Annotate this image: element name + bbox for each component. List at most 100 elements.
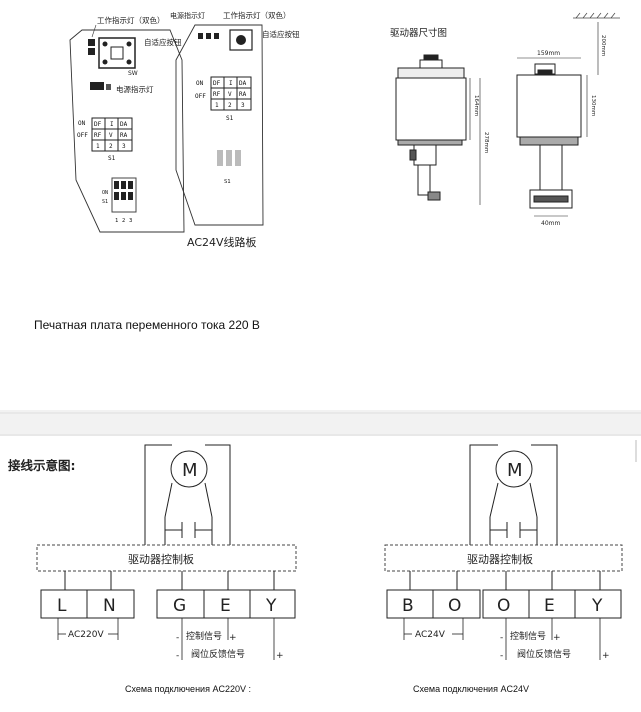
terminal-Y: Y bbox=[591, 596, 603, 616]
off-label-left: OFF bbox=[77, 132, 88, 139]
switch-cell: 3 bbox=[122, 143, 126, 150]
terminal-Y: Y bbox=[265, 596, 277, 616]
power-label-right: AC24V bbox=[415, 630, 446, 640]
dip-num: 3 bbox=[129, 218, 132, 224]
adaptive-button-left-icon bbox=[98, 37, 136, 69]
power-led-label: 电源指示灯 bbox=[116, 84, 154, 94]
switch-cell: 3 bbox=[241, 102, 245, 109]
minus-sign: - bbox=[176, 633, 179, 643]
wiring-caption-right: Схема подключения AC24V bbox=[413, 684, 529, 694]
terminal-N: N bbox=[103, 596, 116, 616]
russian-caption: Печатная плата переменного тока 220 В bbox=[34, 318, 260, 332]
switch-cell: 2 bbox=[109, 143, 113, 150]
s1-small-label: S1 bbox=[224, 179, 231, 185]
plus-sign: + bbox=[553, 633, 561, 643]
minus-sign: - bbox=[500, 633, 503, 643]
control-board-left bbox=[36, 544, 297, 572]
switch-cell: RF bbox=[94, 132, 102, 139]
section-separator bbox=[0, 410, 641, 436]
switch-cell: DA bbox=[120, 121, 128, 128]
switch-cell: RA bbox=[239, 91, 247, 98]
on-small-label: ON bbox=[102, 190, 108, 196]
dip-num: 1 bbox=[115, 218, 118, 224]
wiring-diagram-right: M 驱动器控制板 B O O E Y AC24V - bbox=[384, 444, 623, 694]
motor-symbol-left bbox=[170, 450, 208, 488]
terminal-E: E bbox=[544, 596, 555, 616]
front-dimension-lines bbox=[469, 78, 481, 205]
circuit-board-left bbox=[69, 29, 185, 233]
switch-cell: V bbox=[228, 91, 232, 98]
side-dimension-lines bbox=[517, 22, 599, 217]
switch-cell: RF bbox=[213, 91, 221, 98]
feedback-signal-right: 阀位反馈信号 bbox=[517, 648, 571, 660]
s1-label-left: S1 bbox=[108, 155, 116, 162]
actuator-front-view bbox=[395, 54, 467, 201]
s1-switch-table-left: ON OFF DF I DA RF V RA 1 2 3 S1 bbox=[77, 117, 133, 162]
switch-cell: I bbox=[229, 80, 233, 87]
switch-cell: 1 bbox=[215, 102, 219, 109]
s1-label-right: S1 bbox=[226, 115, 234, 122]
feedback-signal-left: 阀位反馈信号 bbox=[191, 648, 245, 660]
on-label-right: ON bbox=[196, 80, 204, 87]
motor-symbol-right bbox=[495, 450, 533, 488]
board-caption: AC24V线路板 bbox=[187, 235, 257, 249]
work-led-right-icon bbox=[198, 33, 219, 39]
terminal-O: O bbox=[497, 596, 510, 616]
motor-label-right: M bbox=[507, 460, 523, 481]
switch-cell: RA bbox=[120, 132, 128, 139]
on-label-left: ON bbox=[78, 120, 86, 127]
dim-40-label: 40mm bbox=[541, 220, 560, 227]
control-signal-left: 控制信号 bbox=[186, 630, 222, 642]
dim-278-label: 278mm bbox=[483, 132, 489, 153]
control-board-right bbox=[384, 544, 623, 572]
signal-terminal-block-left bbox=[156, 589, 296, 619]
work-led-right-label: 工作指示灯（双色） bbox=[223, 10, 291, 20]
sw-label: SW bbox=[128, 70, 138, 77]
adaptive-button-right-icon bbox=[229, 29, 253, 51]
dim-159-label: 159mm bbox=[537, 50, 560, 57]
terminal-G: G bbox=[173, 596, 186, 616]
switch-cell: DF bbox=[213, 80, 221, 87]
dip-switch-left: ON S1 1 2 3 bbox=[102, 177, 137, 224]
circuit-board-right bbox=[175, 24, 264, 226]
switch-cell: DA bbox=[239, 80, 247, 87]
work-led-left-icon bbox=[88, 39, 95, 55]
motor-label-left: M bbox=[182, 460, 198, 481]
control-board-label-left: 驱动器控制板 bbox=[128, 552, 194, 566]
power-led-icon bbox=[90, 82, 111, 90]
dim-200-label: 200mm bbox=[600, 35, 606, 56]
terminal-L: L bbox=[57, 596, 67, 616]
signal-terminal-block-right bbox=[482, 589, 622, 619]
switch-cell: DF bbox=[94, 121, 102, 128]
terminal-O: O bbox=[448, 596, 461, 616]
dimensions-title: 驱动器尺寸图 bbox=[390, 27, 447, 39]
s1-switch-table-right: ON OFF DF I DA RF V RA 1 2 3 S1 bbox=[195, 76, 252, 122]
terminal-E: E bbox=[220, 596, 231, 616]
power-label-left: AC220V bbox=[68, 630, 104, 640]
dim-130-label: 130mm bbox=[590, 95, 596, 116]
switch-cell: I bbox=[110, 121, 114, 128]
minus-sign: - bbox=[500, 651, 503, 661]
control-board-label-right: 驱动器控制板 bbox=[467, 552, 533, 566]
work-led-left-label: 工作指示灯（双色） bbox=[97, 15, 165, 25]
adaptive-button-left-label: 自适应按钮 bbox=[144, 37, 182, 47]
plus-sign: + bbox=[229, 633, 237, 643]
switch-cell: V bbox=[109, 132, 113, 139]
control-signal-right: 控制信号 bbox=[510, 630, 546, 642]
dip-num: 2 bbox=[122, 218, 125, 224]
wiring-title: 接线示意图: bbox=[8, 458, 76, 473]
switch-cell: 2 bbox=[228, 102, 232, 109]
plus-sign: + bbox=[276, 651, 284, 661]
adaptive-button-right-label: 自适应按钮 bbox=[262, 29, 300, 39]
minus-sign: - bbox=[176, 651, 179, 661]
actuator-side-view bbox=[516, 63, 582, 209]
dim-164-label: 164mm bbox=[473, 95, 479, 116]
wiring-caption-left: Схема подключения AC220V : bbox=[125, 684, 251, 694]
wiring-diagram-left: M 驱动器控制板 L N G E Y AC220V - bbox=[36, 444, 297, 694]
s1-tiny-label: S1 bbox=[102, 199, 108, 205]
switch-cell: 1 bbox=[96, 143, 100, 150]
terminal-B: B bbox=[402, 596, 414, 616]
off-label-right: OFF bbox=[195, 93, 206, 100]
wall-hatch bbox=[573, 12, 620, 19]
